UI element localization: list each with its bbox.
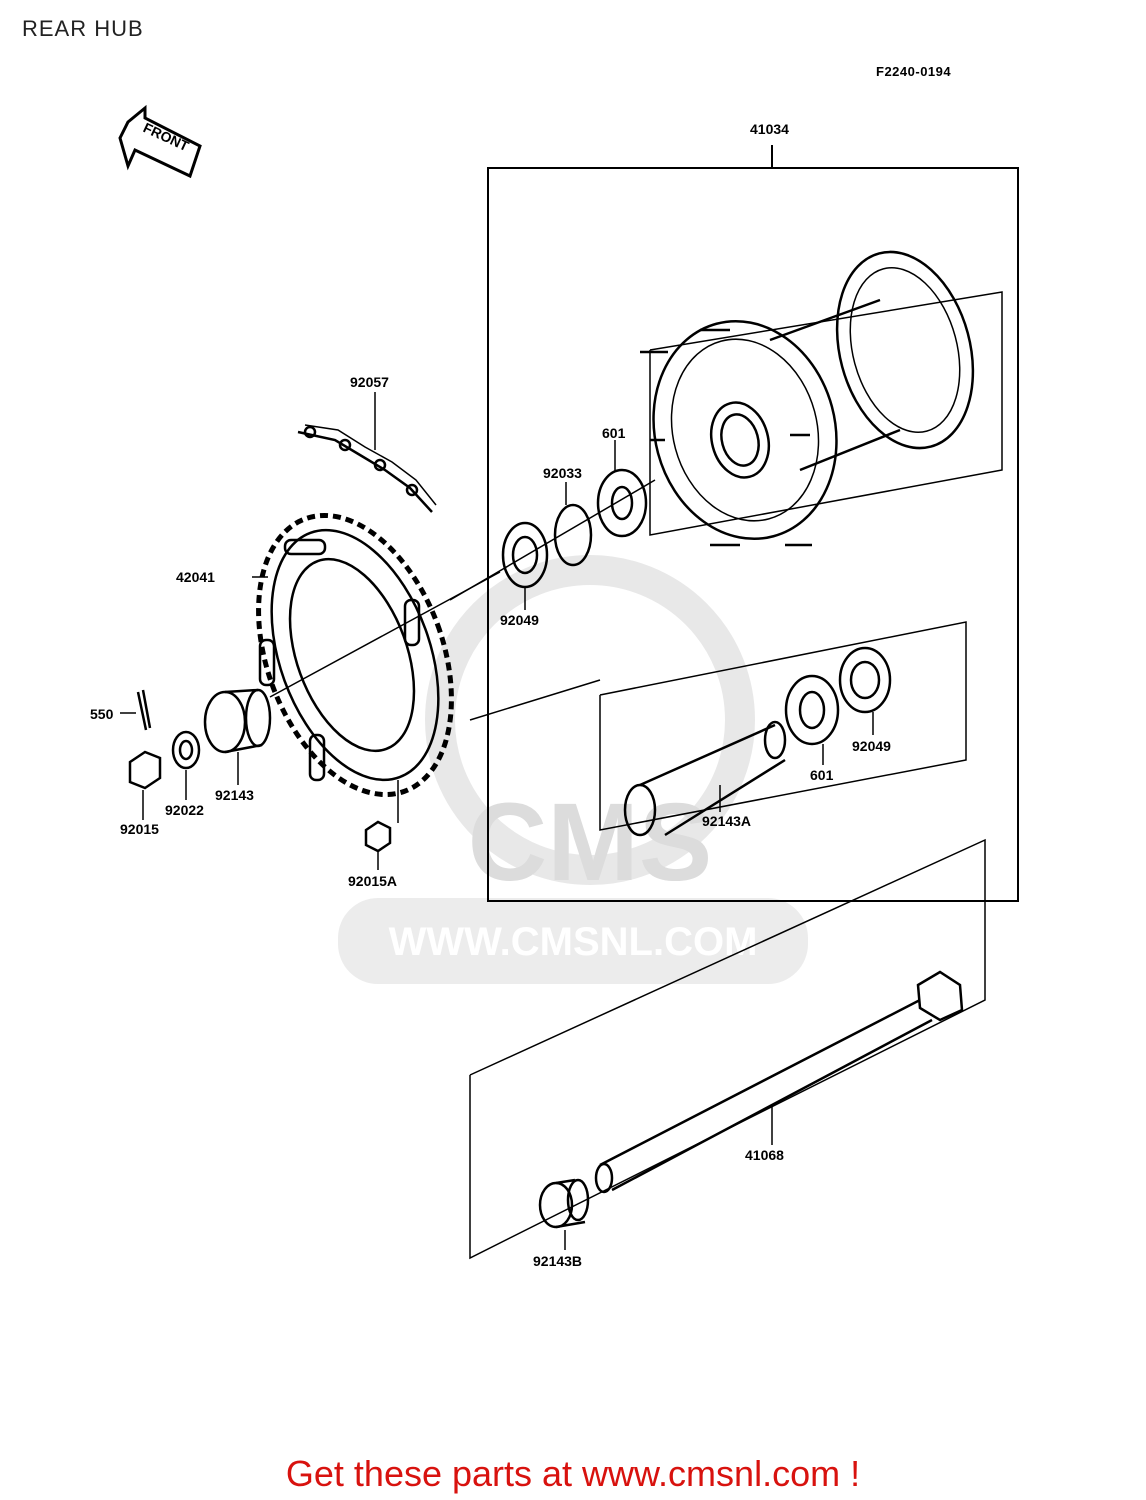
label-92015: 92015 [120,821,159,837]
parts-diagram: CMS WWW.CMSNL.COM FRONT [90,104,1019,1269]
drive-chain [297,424,437,513]
label-41034: 41034 [750,121,789,137]
label-92057: 92057 [350,374,389,390]
watermark-brand: CMS [468,781,712,904]
leader-lines [120,392,874,1250]
label-550: 550 [90,706,114,722]
label-601-bottom: 601 [810,767,834,783]
front-arrow-icon: FRONT [118,104,202,179]
axle-parts [128,468,986,1260]
rear-sprocket [256,512,454,798]
rear-hub [640,250,975,547]
label-92022: 92022 [165,802,204,818]
label-92049-top: 92049 [500,612,539,628]
label-92143: 92143 [215,787,254,803]
watermark: CMS WWW.CMSNL.COM [338,555,808,984]
hub-assembly-frame [487,145,1019,902]
part-labels: 41034 92057 601 92033 42041 92049 550 92… [90,121,891,1269]
label-92015A: 92015A [348,873,397,889]
label-92143B: 92143B [533,1253,582,1269]
label-601-top: 601 [602,425,626,441]
diagram-code: F2240-0194 [876,64,952,79]
label-92143A: 92143A [702,813,751,829]
label-92033: 92033 [543,465,582,481]
front-label: FRONT [141,119,192,154]
page-title: REAR HUB [22,16,144,41]
label-42041: 42041 [176,569,215,585]
label-41068: 41068 [745,1147,784,1163]
label-92049-bottom: 92049 [852,738,891,754]
watermark-url: WWW.CMSNL.COM [389,920,758,964]
footer-promo[interactable]: Get these parts at www.cmsnl.com ! [285,1453,861,1494]
